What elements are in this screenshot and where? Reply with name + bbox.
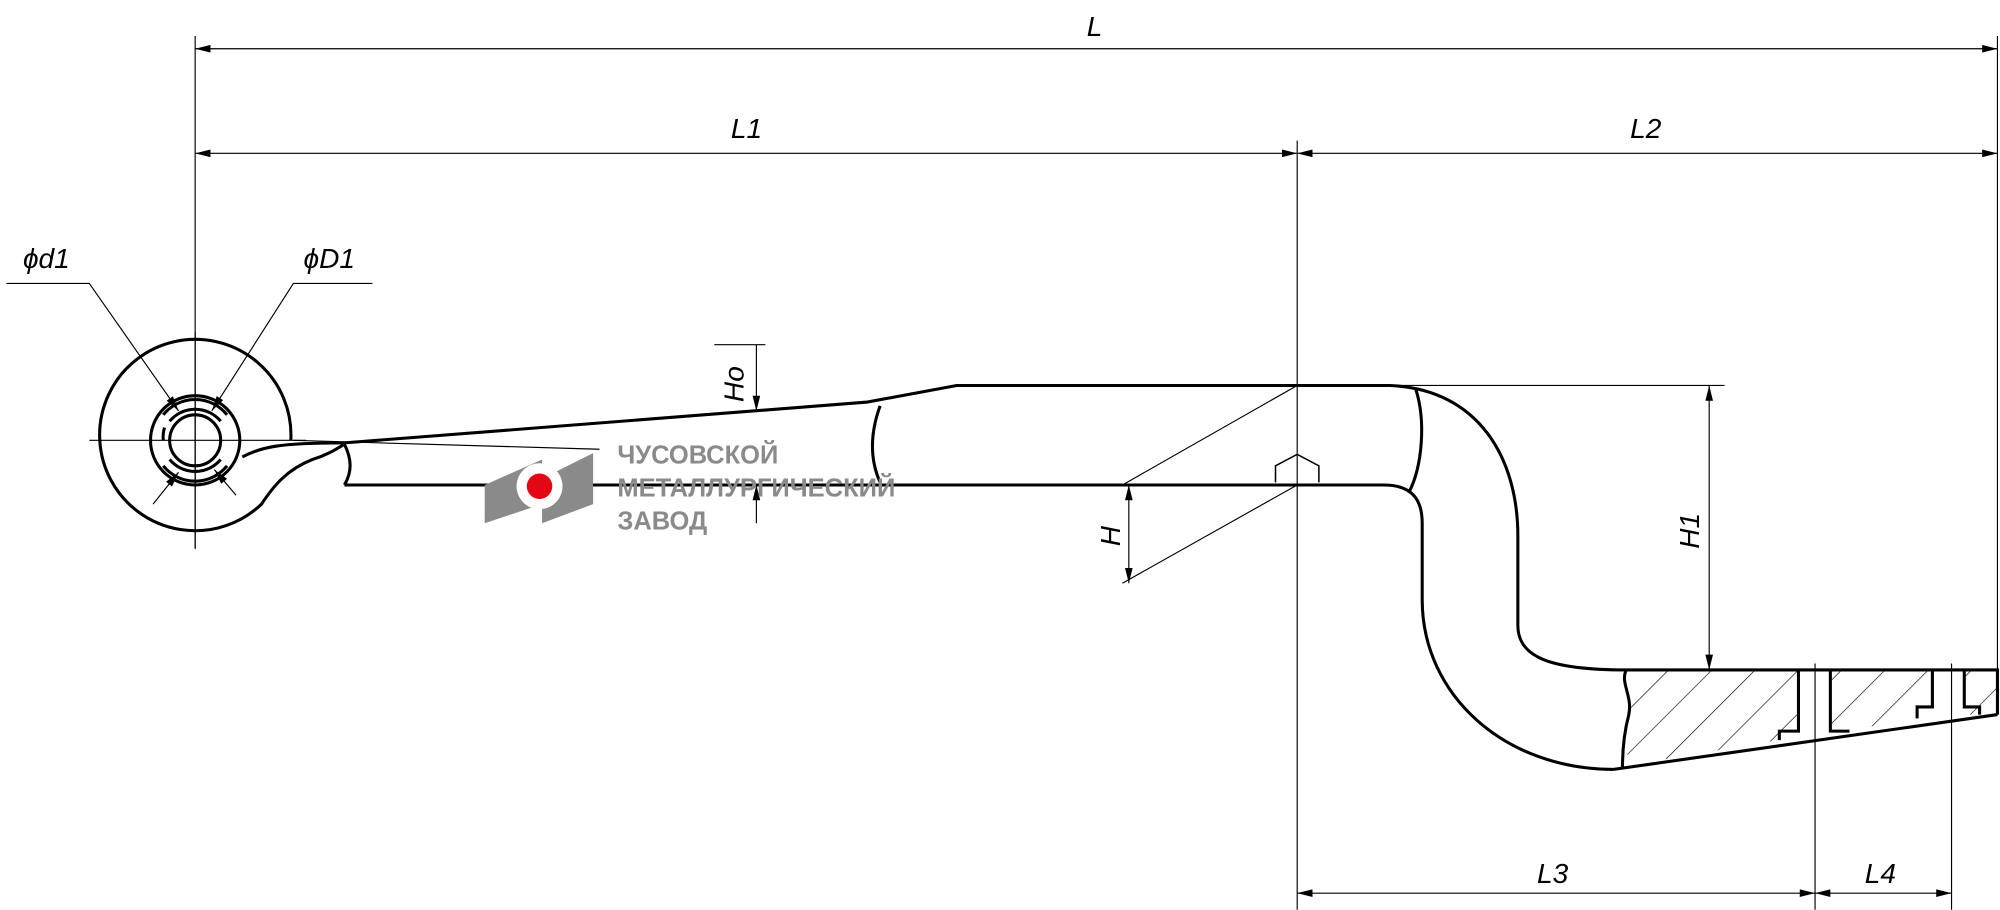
label-L1: L1 <box>731 113 762 144</box>
label-H1: H1 <box>1674 513 1705 549</box>
leaf-body <box>343 383 1999 771</box>
label-Ho: Ho <box>719 366 750 402</box>
label-d1: ϕd1 <box>23 243 70 274</box>
logo-text-line2: МЕТАЛЛУРГИЧЕСКИЙ <box>617 472 895 502</box>
logo-text-line3: ЗАВОД <box>617 508 707 536</box>
label-L: L <box>1087 11 1103 42</box>
company-logo: ЧУСОВСКОЙ МЕТАЛЛУРГИЧЕСКИЙ ЗАВОД <box>484 439 895 536</box>
logo-text-line1: ЧУСОВСКОЙ <box>617 439 778 469</box>
spring-eye <box>98 331 346 549</box>
label-L4: L4 <box>1865 858 1896 889</box>
label-D1: ϕD1 <box>304 243 355 274</box>
label-L3: L3 <box>1537 858 1569 889</box>
label-H: H <box>1095 525 1126 546</box>
clamp-section <box>1613 669 1998 771</box>
dimension-labels: L L1 L2 L3 L4 ϕd1 ϕD1 H1 H Ho <box>23 11 1896 889</box>
label-L2: L2 <box>1630 113 1662 144</box>
dimension-lines <box>6 44 1998 897</box>
extension-lines <box>89 35 1999 910</box>
